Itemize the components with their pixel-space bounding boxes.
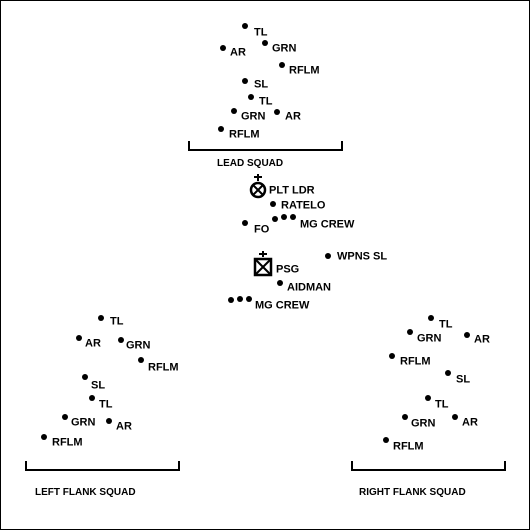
- soldier-dot: [138, 357, 144, 363]
- soldier-dot: [383, 437, 389, 443]
- member-label: AR: [462, 416, 478, 429]
- lead-squad-title: LEAD SQUAD: [217, 158, 284, 169]
- aidman-label: AIDMAN: [287, 281, 331, 294]
- member-label: AR: [116, 420, 132, 433]
- member-label: GRN: [411, 417, 436, 430]
- member-label: TL: [259, 95, 273, 108]
- soldier-dot: [425, 395, 431, 401]
- member-label: RFLM: [148, 361, 179, 374]
- member-label: TL: [99, 398, 113, 411]
- soldier-dot: [98, 315, 104, 321]
- member-label: AR: [85, 337, 101, 350]
- soldier-dot: [281, 214, 287, 220]
- member-label: TL: [435, 398, 449, 411]
- soldier-dot: [407, 329, 413, 335]
- soldier-dot: [452, 414, 458, 420]
- member-label: RFLM: [52, 436, 83, 449]
- soldier-dot: [242, 220, 248, 226]
- soldier-dot: [270, 201, 276, 207]
- soldier-dot: [106, 418, 112, 424]
- mg-crew-label: MG CREW: [255, 299, 310, 312]
- soldier-dot: [118, 337, 124, 343]
- soldier-dot: [237, 296, 243, 302]
- soldier-dot: [62, 414, 68, 420]
- soldier-dot: [389, 353, 395, 359]
- soldier-dot: [262, 40, 268, 46]
- member-label: GRN: [417, 332, 442, 345]
- soldier-dot: [246, 296, 252, 302]
- soldier-dot: [277, 280, 283, 286]
- member-label: TL: [110, 315, 124, 328]
- member-label: GRN: [126, 339, 151, 352]
- member-label: GRN: [71, 416, 96, 429]
- soldier-dot: [325, 253, 331, 259]
- soldier-dot: [228, 297, 234, 303]
- soldier-dot: [402, 414, 408, 420]
- platoon-sergeant-symbol: [253, 251, 273, 277]
- soldier-dot: [242, 23, 248, 29]
- member-label: SL: [456, 373, 471, 386]
- member-label: AR: [474, 333, 490, 346]
- member-label: GRN: [241, 110, 266, 123]
- soldier-dot: [242, 78, 248, 84]
- soldier-dot: [248, 94, 254, 100]
- member-label: SL: [91, 379, 106, 392]
- member-label: RFLM: [229, 128, 260, 141]
- right-flank-squad-bracket: [351, 461, 506, 471]
- member-label: TL: [254, 26, 268, 39]
- soldier-dot: [445, 370, 451, 376]
- soldier-dot: [274, 109, 280, 115]
- soldier-dot: [41, 434, 47, 440]
- psg-label: PSG: [276, 263, 300, 276]
- soldier-dot: [89, 395, 95, 401]
- member-label: GRN: [272, 42, 297, 55]
- soldier-dot: [290, 214, 296, 220]
- soldier-dot: [428, 315, 434, 321]
- platoon-leader-symbol: [249, 174, 267, 199]
- soldier-dot: [218, 126, 224, 132]
- soldier-dot: [220, 45, 226, 51]
- member-label: RFLM: [393, 440, 424, 453]
- soldier-dot: [82, 374, 88, 380]
- plt-ldr-label: PLT LDR: [269, 184, 315, 197]
- member-label: RFLM: [400, 355, 431, 368]
- soldier-dot: [464, 332, 470, 338]
- soldier-dot: [272, 216, 278, 222]
- member-label: AR: [285, 110, 301, 123]
- left-flank-squad-bracket: [25, 461, 180, 471]
- soldier-dot: [231, 108, 237, 114]
- member-label: AR: [230, 46, 246, 59]
- soldier-dot: [76, 335, 82, 341]
- right-flank-squad-title: RIGHT FLANK SQUAD: [359, 487, 466, 498]
- mg-crew-label: MG CREW: [300, 218, 355, 231]
- left-flank-squad-title: LEFT FLANK SQUAD: [35, 487, 136, 498]
- member-label: TL: [439, 318, 453, 331]
- wpns-sl-label: WPNS SL: [337, 250, 388, 263]
- member-label: RFLM: [289, 64, 320, 77]
- fo-label: FO: [254, 223, 270, 236]
- ratelo-label: RATELO: [281, 199, 326, 212]
- soldier-dot: [279, 62, 285, 68]
- member-label: SL: [254, 78, 269, 91]
- lead-squad-bracket: [188, 141, 343, 151]
